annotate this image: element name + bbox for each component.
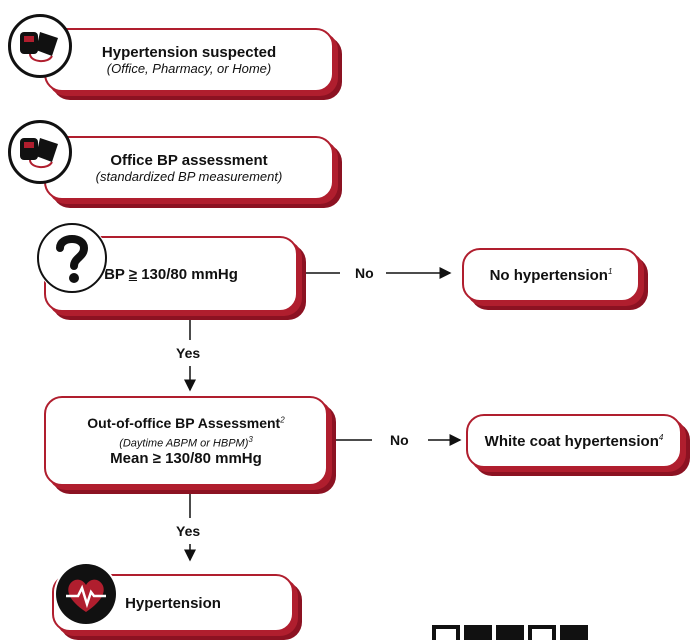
node-office-bp-assessment: Office BP assessment (standardized BP me… — [44, 136, 334, 200]
footnote-marker: 3 — [248, 435, 253, 445]
node-title: No hypertension1 — [489, 266, 613, 284]
node-title: BP ≥ 130/80 mmHg — [104, 265, 238, 283]
edge-label-no: No — [390, 432, 409, 448]
node-title: Hypertension — [125, 594, 221, 612]
edge-label-yes: Yes — [176, 523, 201, 539]
node-criterion: Mean ≥ 130/80 mmHg — [110, 449, 262, 467]
node-subtitle: (standardized BP measurement) — [95, 169, 283, 184]
node-white-coat-hypertension: White coat hypertension4 — [466, 414, 682, 468]
node-title: Out-of-office BP Assessment2 — [87, 415, 285, 432]
node-hypertension-suspected: Hypertension suspected (Office, Pharmacy… — [44, 28, 334, 92]
edge-label-no: No — [355, 265, 374, 281]
gte-symbol: ≥ — [128, 265, 138, 283]
bp-monitor-icon — [8, 14, 72, 78]
node-subtitle: (Daytime ABPM or HBPM)3 — [119, 435, 253, 450]
edge-label-yes: Yes — [176, 345, 201, 361]
node-no-hypertension: No hypertension1 — [462, 248, 640, 302]
footnote-marker: 4 — [658, 432, 664, 442]
node-out-of-office-assessment: Out-of-office BP Assessment2 (Daytime AB… — [44, 396, 328, 486]
node-subtitle: (Office, Pharmacy, or Home) — [106, 61, 272, 76]
footnote-marker: 1 — [607, 266, 613, 276]
bp-monitor-icon — [8, 120, 72, 184]
node-title: Office BP assessment — [110, 152, 268, 169]
footnote-marker: 2 — [280, 415, 285, 425]
node-title: Hypertension suspected — [101, 44, 277, 61]
node-title: White coat hypertension4 — [484, 432, 664, 450]
qr-code-partial — [432, 625, 588, 640]
heart-ecg-icon — [54, 562, 118, 626]
question-mark-icon — [36, 222, 108, 294]
